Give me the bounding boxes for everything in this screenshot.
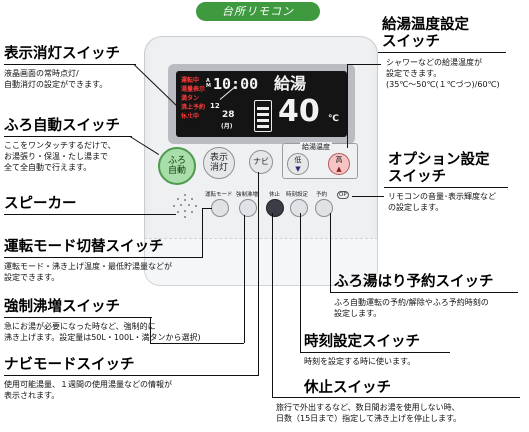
lcd-temp-unit: ℃ — [328, 114, 339, 124]
clock-setting-title: 時刻設定スイッチ — [304, 334, 420, 350]
clock-setting-button[interactable] — [290, 199, 308, 217]
lcd-day-of-week: (月) — [221, 123, 233, 130]
forced-boost-title: 強制沸増スイッチ — [4, 299, 120, 315]
reserve-button-label: 予約 — [316, 192, 328, 198]
tank-level-icon — [254, 100, 272, 132]
lcd-am: A M — [206, 78, 211, 89]
temp-setting-title: 給湯温度設定 — [382, 17, 469, 33]
lcd-screen: 運転中 湯量表示 満タン 沸上予約 休止中 A M 10:00 給湯 12 28… — [176, 71, 347, 137]
down-triangle-icon: ▼ — [295, 165, 301, 173]
bath-reserve-desc: ふろ自動運転の予約/解除やふろ予約時刻の 設定します。 — [334, 297, 489, 319]
lcd-date-month: 12 — [210, 102, 220, 110]
display-off-label: 消灯 — [209, 163, 228, 173]
desc-line: 自動消灯の設定ができます。 — [4, 80, 108, 89]
desc-line: シャワーなどの給湯温度が — [386, 58, 482, 67]
desc-line: 沸き上げます。設定量は50L・100L・満タンから選択) — [4, 333, 201, 342]
desc-line: ふろ自動運転の予約/解除やふろ予約時刻の — [334, 298, 489, 307]
desc-line: 設定できます。 — [4, 273, 60, 282]
desc-line: お湯張り・保温・たし湯まで — [4, 152, 108, 161]
desc-line: 日数（15日まで）指定して沸き上げを停止します。 — [276, 414, 462, 423]
lcd-time: 10:00 — [213, 75, 259, 93]
desc-line: リモコンの音量･表示輝度など — [388, 192, 496, 201]
speaker-grille — [173, 194, 197, 218]
display-off-label: 表示 — [209, 153, 228, 163]
up-triangle-icon: ▲ — [336, 165, 342, 173]
desc-line: (35℃〜50℃(１℃づつ)/60℃) — [386, 80, 500, 89]
mode-button[interactable] — [211, 199, 229, 217]
lcd-status-list: 運転中 湯量表示 満タン 沸上予約 休止中 — [181, 77, 205, 120]
desc-line: 全て全自動で行えます。 — [4, 163, 92, 172]
desc-line: 時刻を設定する時に使います。 — [304, 357, 416, 366]
temp-setting-title-2: スイッチ — [382, 34, 440, 50]
pause-button[interactable] — [266, 199, 284, 217]
temp-high-label: 高 — [335, 156, 343, 164]
temp-up-button[interactable]: 高 ▲ — [328, 153, 350, 175]
forced-button-label: 強制沸増 — [236, 192, 259, 198]
display-switch-desc: 液晶画面の常時点灯/ 自動消灯の設定ができます。 — [4, 68, 107, 90]
option-button[interactable]: OP — [337, 191, 349, 199]
forced-boost-button[interactable] — [239, 199, 257, 217]
remote-lower-panel — [144, 238, 378, 286]
bath-auto-label: 自動 — [167, 166, 186, 176]
option-setting-title: オプション設定 — [388, 152, 490, 168]
clock-button-label: 時刻設定 — [286, 192, 309, 198]
page-banner: 台所リモコン — [196, 2, 320, 21]
desc-line: 使用可能湯量、１週間の使用湯量などの情報が — [4, 380, 172, 389]
lcd-temperature: 40 — [278, 94, 320, 129]
lcd-status-line: 湯量表示 — [181, 86, 206, 93]
desc-line: 液晶画面の常時点灯/ — [4, 69, 79, 78]
bath-auto-desc: ここをワンタッチするだけで、 お湯張り・保温・たし湯まで 全て全自動で行えます。 — [4, 140, 116, 173]
temp-low-label: 低 — [294, 156, 302, 164]
mode-switch-desc: 運転モード・沸き上げ温度・最低貯湯量などが 設定できます。 — [4, 261, 172, 283]
desc-line: 旅行で外出するなど、数日間お湯を使用しない時、 — [276, 403, 460, 412]
bath-auto-button[interactable]: ふろ 自動 — [158, 147, 196, 185]
desc-line: 運転モード・沸き上げ温度・最低貯湯量などが — [4, 262, 172, 271]
desc-line: 表示されます。 — [4, 391, 60, 400]
forced-boost-desc: 急にお湯が必要になった時など、強制的に 沸き上げます。設定量は50L・100L・… — [4, 321, 201, 343]
desc-line: ここをワンタッチするだけで、 — [4, 141, 116, 150]
mode-button-label: 運転モード — [205, 192, 233, 198]
navi-mode-title: ナビモードスイッチ — [4, 357, 135, 373]
display-off-button[interactable]: 表示 消灯 — [203, 147, 235, 179]
bath-reserve-title: ふろ湯はり予約スイッチ — [334, 274, 494, 290]
option-setting-desc: リモコンの音量･表示輝度など の設定します。 — [388, 191, 496, 213]
lcd-status-line: 満タン — [181, 95, 200, 102]
bath-auto-label: ふろ — [167, 156, 186, 166]
lcd-date-day: 28 — [222, 110, 235, 120]
pause-title: 休止スイッチ — [304, 380, 391, 396]
desc-line: 設定できます。 — [386, 69, 442, 78]
clock-setting-desc: 時刻を設定する時に使います。 — [304, 356, 415, 367]
bath-auto-title: ふろ自動スイッチ — [4, 118, 120, 134]
lcd-status-line: 沸上予約 — [181, 104, 206, 111]
temp-setting-desc: シャワーなどの給湯温度が 設定できます。 (35℃〜50℃(１℃づつ)/60℃) — [386, 57, 500, 90]
desc-line: 急にお湯が必要になった時など、強制的に — [4, 322, 156, 331]
temp-down-button[interactable]: 低 ▼ — [287, 153, 309, 175]
mode-switch-title: 運転モード切替スイッチ — [4, 239, 164, 255]
option-setting-title-2: スイッチ — [388, 169, 446, 185]
lcd-status-line: 休止中 — [181, 113, 200, 120]
lcd-mode: 給湯 — [274, 74, 307, 93]
display-switch-title: 表示消灯スイッチ — [4, 46, 120, 62]
lcd-status-line: 運転中 — [181, 77, 200, 84]
pause-desc: 旅行で外出するなど、数日間お湯を使用しない時、 日数（15日まで）指定して沸き上… — [276, 402, 461, 424]
navi-mode-desc: 使用可能湯量、１週間の使用湯量などの情報が 表示されます。 — [4, 379, 172, 401]
desc-line: の設定します。 — [388, 203, 444, 212]
speaker-title: スピーカー — [4, 196, 77, 212]
reserve-button[interactable] — [315, 199, 333, 217]
desc-line: 設定します。 — [334, 309, 382, 318]
navi-button[interactable]: ナビ — [249, 150, 273, 174]
pause-button-label: 休止 — [269, 192, 281, 198]
temp-group-label: 給湯温度 — [300, 142, 332, 152]
